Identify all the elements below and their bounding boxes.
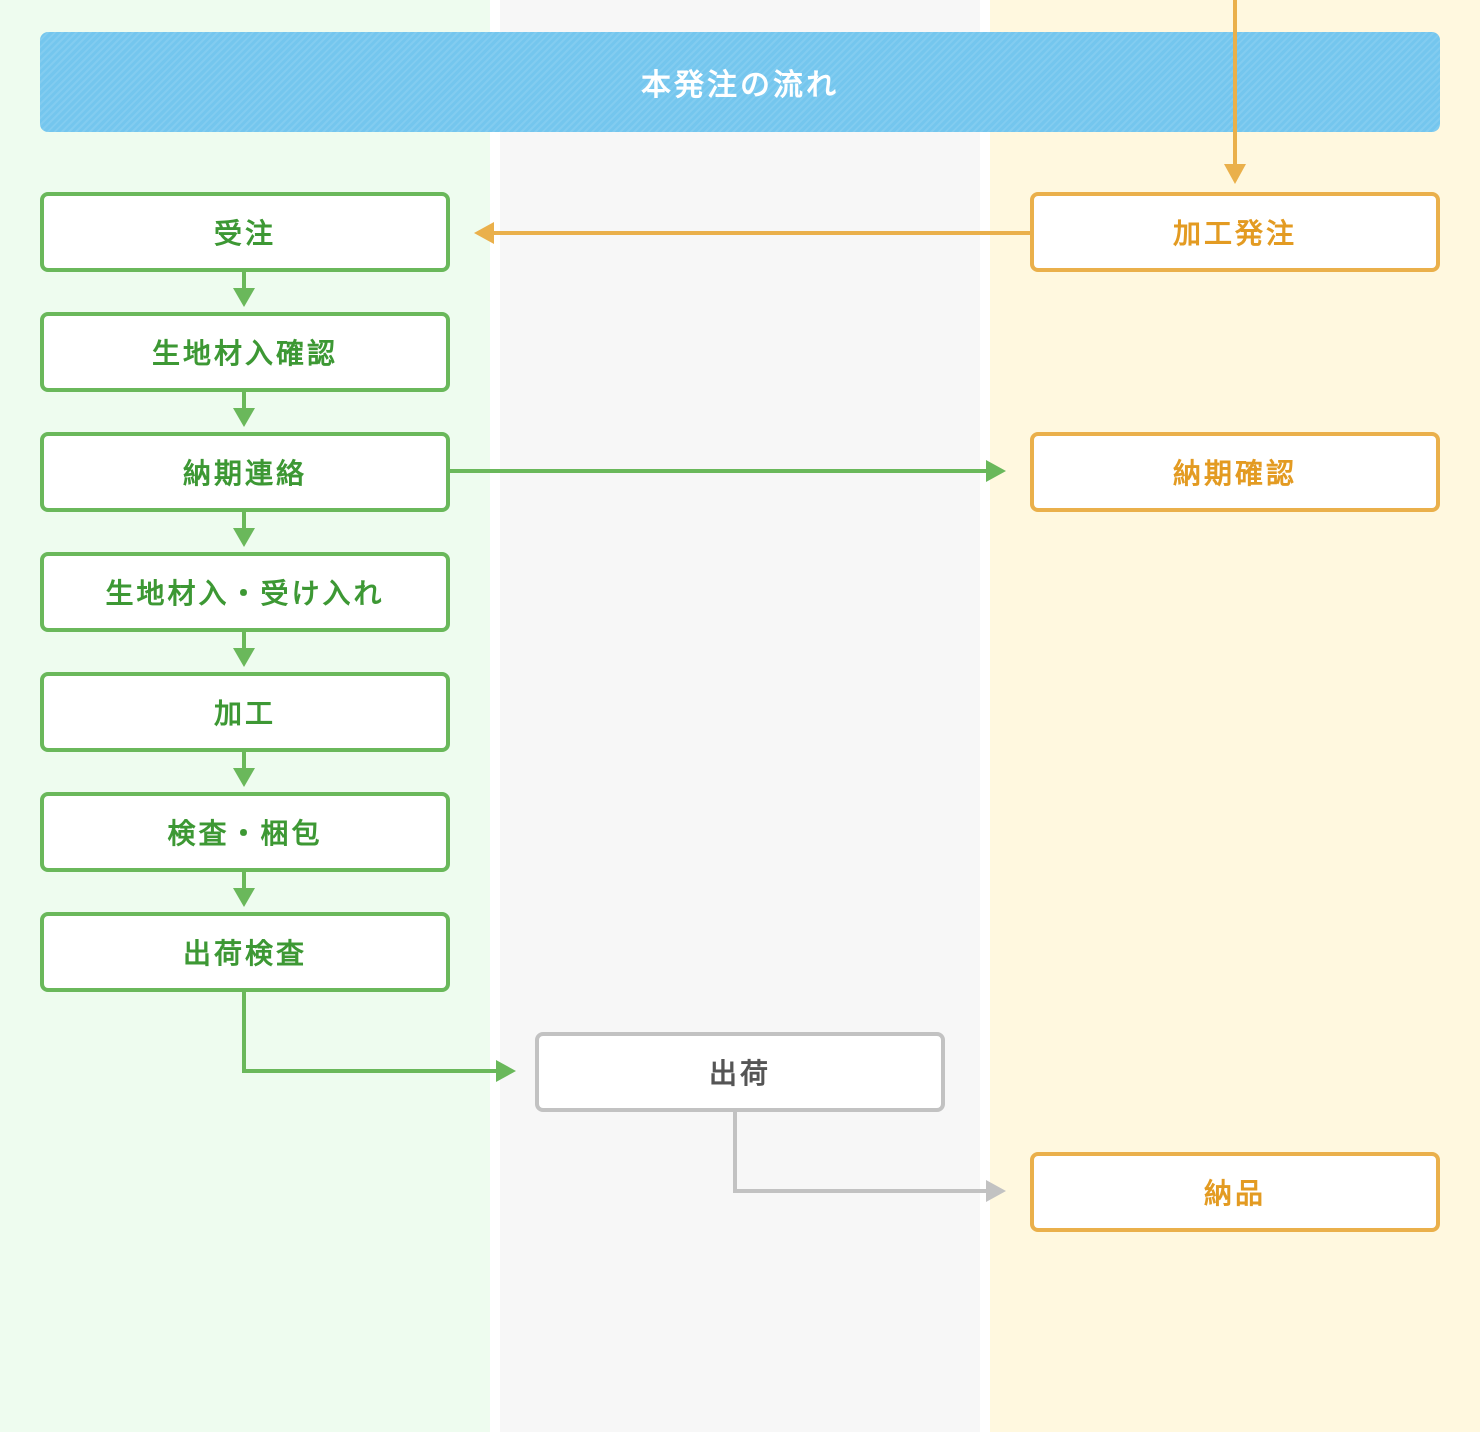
arrowhead-incoming-processing-order <box>1224 164 1246 184</box>
arrowhead-step7 <box>233 888 255 907</box>
lane-shipping <box>500 0 980 1432</box>
step-inspection-packing: 検査・梱包 <box>40 792 450 872</box>
step-order-received: 受注 <box>40 192 450 272</box>
step-delivery-confirm: 納期確認 <box>1030 432 1440 512</box>
connector-shipping-to-delivery <box>733 1112 988 1193</box>
step-delivery: 納品 <box>1030 1152 1440 1232</box>
step-processing-order: 加工発注 <box>1030 192 1440 272</box>
step-processing: 加工 <box>40 672 450 752</box>
arrowhead-step6 <box>233 768 255 787</box>
step-shipping-inspection: 出荷検査 <box>40 912 450 992</box>
connector-inspection-to-shipping <box>242 992 498 1073</box>
arrowhead-step2 <box>233 288 255 307</box>
step-fabric-receiving: 生地材入・受け入れ <box>40 552 450 632</box>
diagram-title: 本発注の流れ <box>40 32 1440 132</box>
arrowhead-shipping <box>496 1060 516 1082</box>
arrowhead-delivery <box>986 1180 1006 1202</box>
arrowhead-delivery-confirm <box>986 460 1006 482</box>
step-shipping: 出荷 <box>535 1032 945 1112</box>
arrowhead-step3 <box>233 408 255 427</box>
arrowhead-order-received <box>474 222 494 244</box>
step-delivery-notice: 納期連絡 <box>40 432 450 512</box>
step-fabric-arrival-check: 生地材入確認 <box>40 312 450 392</box>
arrowhead-step5 <box>233 648 255 667</box>
arrowhead-step4 <box>233 528 255 547</box>
